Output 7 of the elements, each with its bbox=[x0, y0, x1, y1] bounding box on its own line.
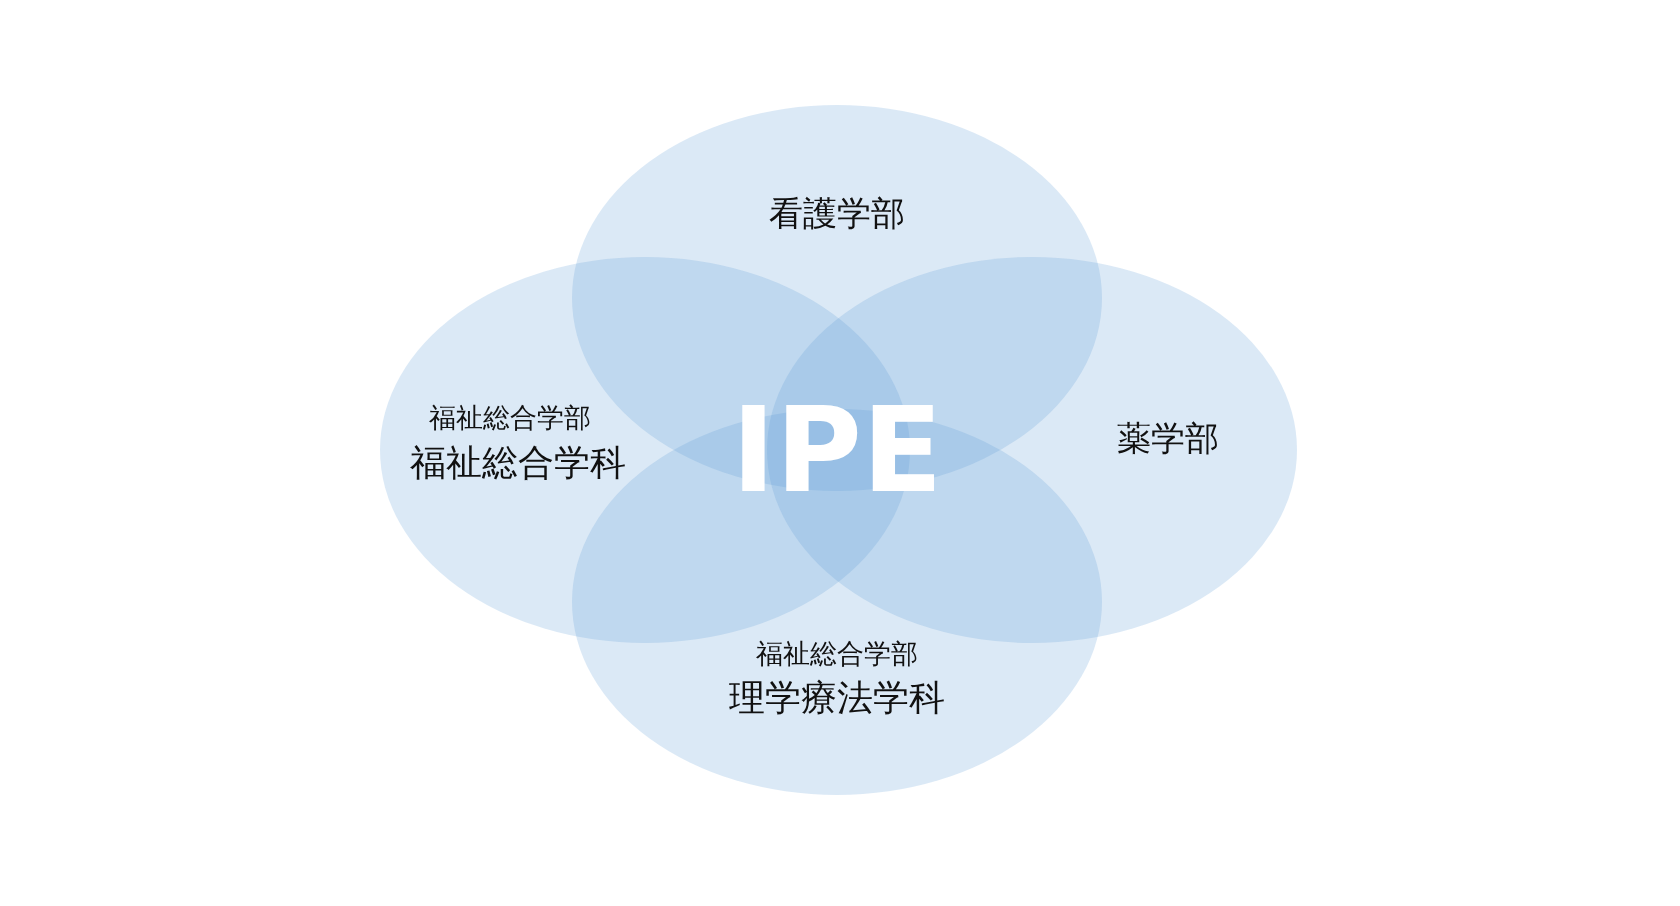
department-label: 薬学部 bbox=[1117, 417, 1219, 460]
faculty-label: 福祉総合学部 bbox=[429, 401, 591, 435]
department-label: 福祉総合学科 bbox=[410, 440, 626, 485]
faculty-label: 福祉総合学部 bbox=[756, 637, 918, 671]
department-label: 看護学部 bbox=[769, 192, 905, 235]
center-title: IPE bbox=[731, 391, 943, 509]
department-label: 理学療法学科 bbox=[729, 675, 945, 720]
